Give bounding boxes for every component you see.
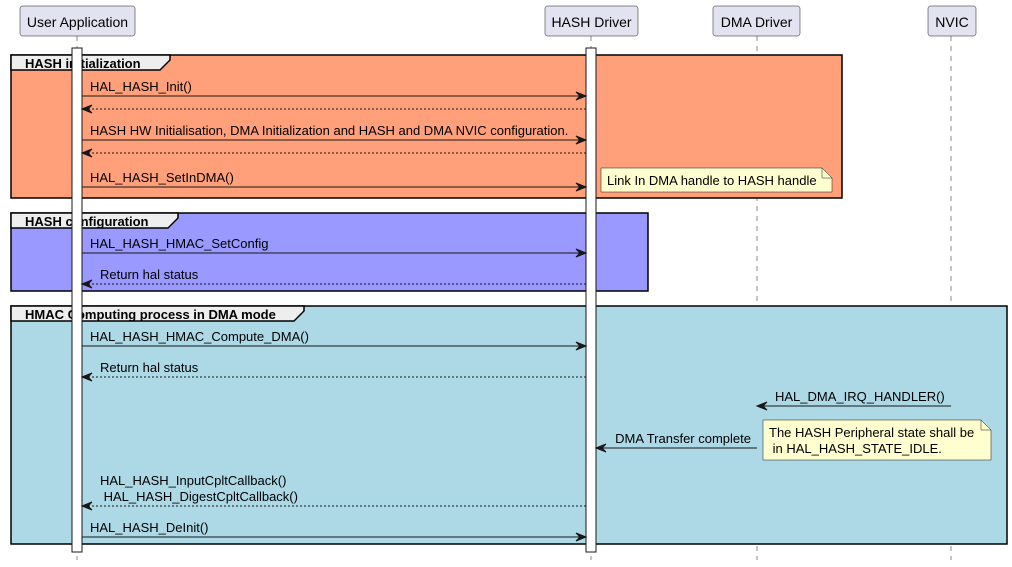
note-n2: The HASH Peripheral state shall be in HA… (762, 419, 992, 461)
message-label: HASH HW Initialisation, DMA Initializati… (90, 123, 568, 138)
group-tab (10, 212, 179, 229)
group-config: HASH configuration (10, 212, 649, 292)
note-text: Link In DMA handle to HASH handle (607, 173, 817, 188)
group-tab (10, 305, 305, 322)
participant-box (544, 5, 639, 37)
arrowhead (80, 279, 93, 289)
arrowhead (575, 248, 588, 258)
participant-label: NVIC (935, 14, 968, 30)
arrowhead (575, 135, 588, 145)
group-title: HMAC Computing process in DMA mode (25, 307, 276, 322)
message-m9[interactable]: Return hal status (80, 360, 586, 382)
note-body (762, 419, 992, 461)
participant-label: DMA Driver (721, 14, 793, 30)
message-m2[interactable] (80, 104, 586, 114)
message-label: HAL_HASH_HMAC_SetConfig (90, 236, 268, 251)
message-label: DMA Transfer complete (615, 431, 751, 446)
message-label: HAL_HASH_InputCpltCallback() HAL_HASH_Di… (100, 473, 298, 504)
message-m1[interactable]: HAL_HASH_Init() (82, 79, 588, 101)
arrowhead (575, 532, 588, 542)
message-label: HAL_HASH_SetInDMA() (90, 170, 234, 185)
group-tab (10, 54, 171, 71)
arrowhead (575, 341, 588, 351)
note-n1: Link In DMA handle to HASH handle (600, 167, 833, 193)
message-label: Return hal status (100, 360, 199, 375)
message-m4[interactable] (80, 148, 586, 158)
arrowhead (80, 148, 93, 158)
group-title: HASH configuration (25, 214, 149, 229)
group-title: HASH initialization (25, 56, 141, 71)
message-m12[interactable]: HAL_HASH_InputCpltCallback() HAL_HASH_Di… (80, 473, 586, 511)
message-m7[interactable]: Return hal status (80, 267, 586, 289)
messages: HAL_HASH_Init() HASH HW Initialisation, D… (80, 79, 951, 542)
arrowhead (575, 182, 588, 192)
participant-user[interactable]: User Application (19, 5, 136, 37)
participant-label: User Application (27, 14, 128, 30)
participant-nvic[interactable]: NVIC (927, 5, 977, 37)
participant-box (19, 5, 136, 37)
message-m3[interactable]: HASH HW Initialisation, DMA Initializati… (82, 123, 588, 145)
arrowhead (80, 501, 93, 511)
message-label: Return hal status (100, 267, 199, 282)
note-text: The HASH Peripheral state shall be in HA… (769, 425, 974, 456)
activations (71, 47, 597, 553)
participant-dma[interactable]: DMA Driver (712, 5, 801, 37)
message-m5[interactable]: HAL_HASH_SetInDMA() (82, 170, 588, 192)
participant-box (712, 5, 801, 37)
message-label: HAL_HASH_DeInit() (90, 520, 209, 535)
message-m11[interactable]: DMA Transfer complete (594, 431, 757, 453)
participant-hash[interactable]: HASH Driver (544, 5, 639, 37)
participant-box (927, 5, 977, 37)
arrowhead (594, 443, 607, 453)
message-m6[interactable]: HAL_HASH_HMAC_SetConfig (82, 236, 588, 258)
message-label: HAL_HASH_Init() (90, 79, 192, 94)
message-m8[interactable]: HAL_HASH_HMAC_Compute_DMA() (82, 329, 588, 351)
arrowhead (80, 104, 93, 114)
message-label: HAL_HASH_HMAC_Compute_DMA() (90, 329, 309, 344)
message-m10[interactable]: HAL_DMA_IRQ_HANDLER() (755, 389, 951, 411)
message-label: HAL_DMA_IRQ_HANDLER() (775, 389, 945, 404)
activation-hash (585, 47, 597, 553)
note-body (600, 167, 833, 193)
arrowhead (575, 91, 588, 101)
arrowhead (80, 372, 93, 382)
participants: User Application HASH Driver DMA Driver NVI… (19, 5, 977, 37)
group-frame (10, 212, 649, 292)
message-m13[interactable]: HAL_HASH_DeInit() (82, 520, 588, 542)
note-fold (821, 168, 832, 179)
note-fold (980, 420, 991, 431)
participant-label: HASH Driver (551, 14, 631, 30)
arrowhead (755, 401, 768, 411)
activation-user (71, 47, 83, 553)
